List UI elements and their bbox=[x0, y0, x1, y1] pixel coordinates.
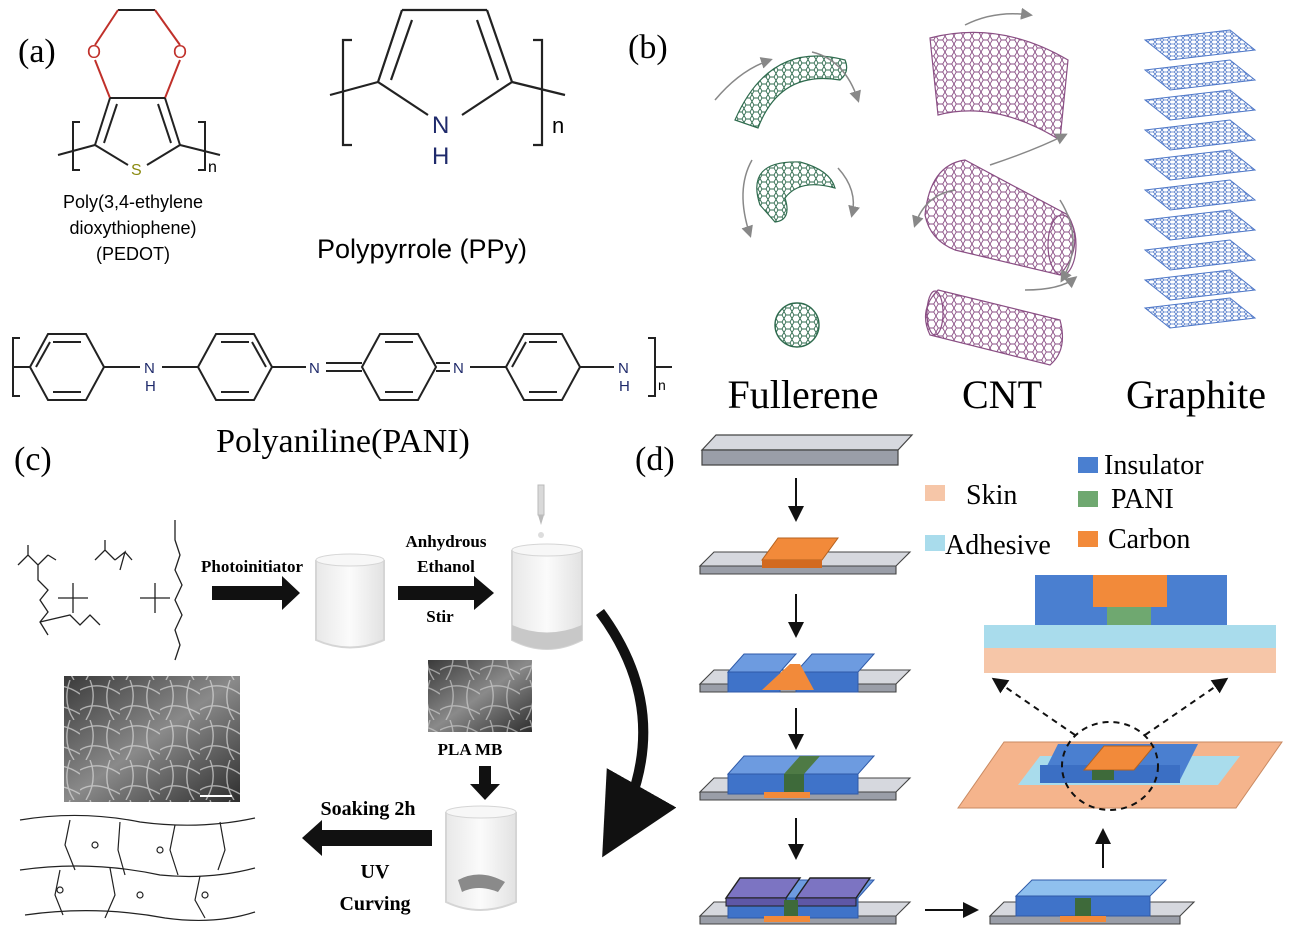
pedot-atom-s: S bbox=[131, 162, 142, 179]
legend-swatch-insulator bbox=[1078, 457, 1098, 473]
panel-a: (a) O O S n Poly(3,4-ethylene bbox=[12, 8, 672, 460]
pani-imine1: N bbox=[309, 360, 320, 377]
pedot-name-line3: (PEDOT) bbox=[96, 244, 170, 264]
legend-pani: PANI bbox=[1111, 484, 1174, 515]
legend-swatch-pani bbox=[1078, 491, 1098, 507]
legend-skin: Skin bbox=[966, 480, 1017, 511]
arrow-ethanol bbox=[398, 576, 494, 610]
panel-c-label: (c) bbox=[14, 441, 52, 478]
ppy-atom-n: N bbox=[432, 112, 449, 139]
cross-section bbox=[984, 575, 1276, 673]
pani-subscript: n bbox=[658, 377, 666, 393]
step-stir: Stir bbox=[426, 607, 454, 626]
legend-swatch-adhesive bbox=[925, 535, 945, 551]
cnt-illustration bbox=[912, 7, 1078, 366]
caption-graphite: Graphite bbox=[1126, 372, 1266, 417]
hydrogel-sem-texture bbox=[64, 676, 240, 802]
step-soaking: Soaking 2h bbox=[320, 798, 415, 820]
step-uv: UV bbox=[361, 861, 390, 883]
panel-d: (d) bbox=[635, 434, 1283, 925]
step-ethanol: Ethanol bbox=[417, 557, 475, 576]
pani-structure bbox=[12, 333, 672, 401]
ppy-name: Polypyrrole (PPy) bbox=[317, 234, 527, 264]
step6-final bbox=[988, 879, 1196, 925]
fullerene-illustration bbox=[714, 51, 861, 348]
caption-fullerene: Fullerene bbox=[727, 372, 878, 417]
legend-carbon: Carbon bbox=[1108, 524, 1190, 555]
pedot-atom-o1: O bbox=[87, 42, 101, 62]
arrow-soaking bbox=[302, 820, 432, 856]
beaker-1 bbox=[315, 553, 385, 649]
step3-insulator bbox=[698, 653, 912, 693]
panel-a-label: (a) bbox=[18, 33, 56, 70]
ppy-atom-h: H bbox=[432, 143, 449, 170]
step4-pani bbox=[698, 755, 912, 801]
legend-insulator: Insulator bbox=[1104, 450, 1204, 481]
curved-arrow bbox=[595, 609, 677, 858]
pani-nh2-h: H bbox=[619, 378, 630, 395]
ppy-subscript: n bbox=[552, 113, 564, 138]
pedot-subscript: n bbox=[208, 159, 217, 176]
panel-d-label: (d) bbox=[635, 441, 675, 478]
step2-carbon bbox=[698, 537, 912, 575]
step-pla: PLA MB bbox=[438, 740, 503, 759]
ppy-structure bbox=[329, 8, 566, 147]
device-on-skin bbox=[957, 677, 1283, 811]
legend-adhesive: Adhesive bbox=[945, 530, 1051, 561]
pedot-atom-o2: O bbox=[173, 42, 187, 62]
pedot-structure bbox=[57, 9, 221, 171]
step-anhydrous: Anhydrous bbox=[406, 532, 487, 551]
caption-cnt: CNT bbox=[962, 372, 1042, 417]
pani-nh1-h: H bbox=[145, 378, 156, 395]
panel-b-label: (b) bbox=[628, 29, 668, 66]
pani-nh1-n: N bbox=[144, 360, 155, 377]
legend-swatch-skin bbox=[925, 485, 945, 501]
step-curving: Curving bbox=[339, 893, 410, 915]
step-photoinitiator: Photoinitiator bbox=[201, 557, 303, 576]
pedot-name-line2: dioxythiophene) bbox=[69, 218, 196, 238]
arrow-photoinitiator bbox=[212, 576, 300, 610]
beaker-3 bbox=[445, 805, 517, 911]
legend-swatch-carbon bbox=[1078, 531, 1098, 547]
pani-imine2: N bbox=[453, 360, 464, 377]
pani-nh2-n: N bbox=[618, 360, 629, 377]
graphite-illustration bbox=[1143, 29, 1257, 329]
arrow-pla bbox=[470, 766, 500, 800]
step1-substrate bbox=[700, 434, 914, 466]
panel-b: (b) bbox=[628, 7, 1266, 417]
pedot-name-line1: Poly(3,4-ethylene bbox=[63, 192, 203, 212]
polymer-network-sketch bbox=[19, 814, 256, 921]
legend: Insulator Skin PANI Adhesive Carbon bbox=[925, 450, 1204, 561]
step5-encapsulation bbox=[698, 877, 912, 925]
beaker-2 bbox=[511, 484, 583, 650]
panel-c: (c) Photoinitiator Anhydrous Ethanol Sti… bbox=[14, 441, 677, 921]
monomer-structures bbox=[17, 520, 183, 661]
pla-sem-texture bbox=[428, 660, 532, 732]
pani-name: Polyaniline(PANI) bbox=[216, 423, 470, 460]
